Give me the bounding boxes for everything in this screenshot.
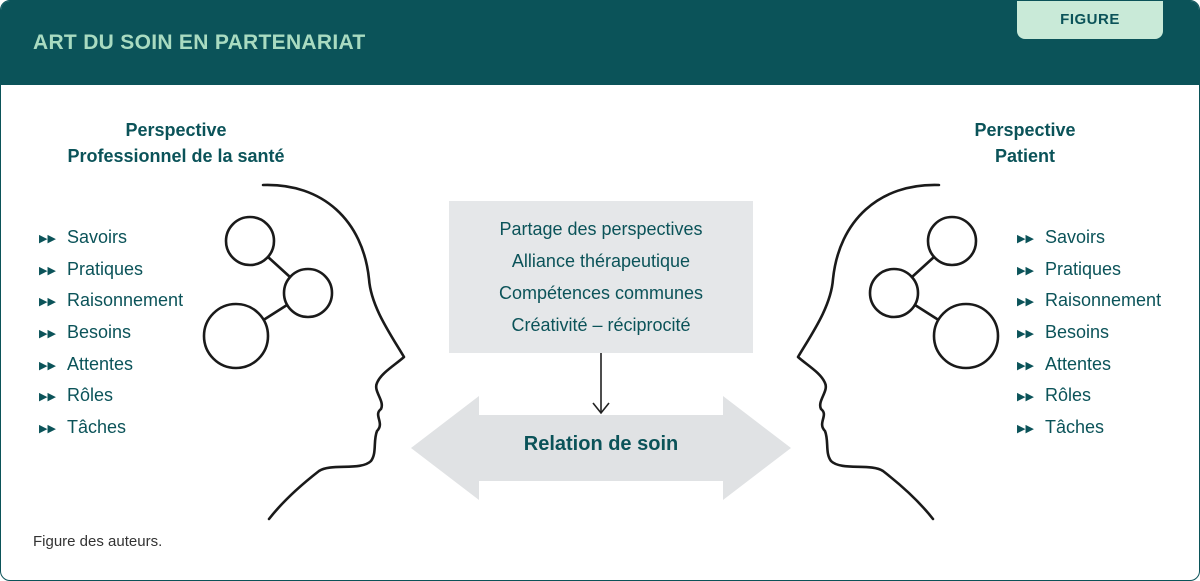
double-chevron-right-icon: ▶▶	[1017, 233, 1034, 245]
shared-line: Compétences communes	[498, 283, 704, 303]
list-item: ▶▶ Raisonnement	[1017, 285, 1161, 317]
double-chevron-right-icon: ▶▶	[1017, 296, 1034, 309]
list-item: ▶▶ Rôles	[39, 380, 183, 412]
shared-line: Alliance thérapeutique	[511, 251, 691, 271]
list-item: ▶▶ Raisonnement	[39, 285, 183, 317]
node-link-right-2	[913, 303, 939, 321]
list-item-label: Besoins	[1045, 322, 1110, 343]
double-chevron-right-icon: ▶▶	[1017, 423, 1034, 436]
double-chevron-right-icon: ▶▶	[39, 233, 56, 245]
list-item: ▶▶ Savoirs	[1017, 222, 1161, 254]
node-circle-left-large	[202, 302, 270, 370]
double-chevron-right-icon: ▶▶	[39, 328, 56, 341]
head-profile-icon	[796, 183, 1000, 521]
double-chevron-right-icon: ▶▶	[1017, 391, 1034, 404]
list-item-label: Savoirs	[67, 227, 128, 247]
node-circle-right-large	[932, 302, 1000, 370]
double-chevron-right-icon: ▶▶	[1017, 359, 1034, 372]
left-perspective-title: Perspective Professionnel de la santé	[41, 117, 311, 169]
left-perspective-title-line1: Perspective	[125, 120, 227, 140]
shared-line: Créativité – réciprocité	[511, 315, 691, 335]
node-link-right-1	[910, 255, 936, 279]
left-perspective-list: ▶▶ Savoirs ▶▶ Pratiques ▶▶ Raisonnement ▶▶ B…	[39, 222, 183, 444]
list-item-label: Besoins	[67, 322, 132, 343]
list-item-label: Tâches	[1045, 417, 1105, 438]
relation-label: Relation de soin	[523, 433, 679, 455]
double-chevron-right-icon: ▶▶	[39, 296, 56, 309]
list-item: ▶▶ Savoirs	[39, 222, 183, 254]
list-item: ▶▶ Rôles	[1017, 380, 1161, 412]
list-item-label: Raisonnement	[67, 290, 184, 311]
right-perspective-list: ▶▶ Savoirs ▶▶ Pratiques ▶▶ Raisonnement ▶▶ B…	[1017, 222, 1161, 444]
down-arrow-icon	[592, 353, 610, 415]
right-perspective-title-line1: Perspective	[974, 120, 1076, 140]
list-item: ▶▶ Besoins	[1017, 317, 1161, 349]
node-link-left-2	[263, 303, 289, 321]
head-outline-right	[796, 183, 941, 521]
list-item-label: Rôles	[67, 385, 114, 406]
node-circle-right-small	[926, 215, 978, 267]
list-item: ▶▶ Tâches	[39, 412, 183, 444]
list-item-label: Attentes	[1045, 353, 1112, 374]
list-item-label: Attentes	[67, 353, 134, 374]
list-item: ▶▶ Pratiques	[39, 254, 183, 286]
node-circle-left-small	[224, 215, 276, 267]
double-chevron-right-icon: ▶▶	[39, 423, 56, 436]
list-item: ▶▶ Attentes	[39, 349, 183, 381]
double-chevron-right-icon: ▶▶	[1017, 264, 1034, 277]
right-perspective-title: Perspective Patient	[935, 117, 1115, 169]
right-perspective-title-line2: Patient	[994, 146, 1055, 166]
left-perspective-title-line2: Professionnel de la santé	[67, 146, 285, 166]
list-item: ▶▶ Pratiques	[1017, 254, 1161, 286]
figure-title: ART DU SOIN EN PARTENARIAT	[33, 31, 366, 54]
node-link-left-1	[266, 255, 292, 279]
head-outline-left	[261, 183, 406, 521]
node-circle-left-mid	[282, 267, 334, 319]
list-item: ▶▶ Tâches	[1017, 412, 1161, 444]
double-chevron-right-icon: ▶▶	[1017, 328, 1034, 341]
list-item-label: Pratiques	[1045, 258, 1122, 279]
list-item-label: Rôles	[1045, 385, 1092, 406]
list-item: ▶▶ Attentes	[1017, 349, 1161, 381]
relation-double-arrow	[411, 396, 791, 500]
double-chevron-right-icon: ▶▶	[39, 264, 56, 277]
list-item: ▶▶ Besoins	[39, 317, 183, 349]
list-item-label: Tâches	[67, 417, 127, 438]
figure-tab: FIGURE	[1017, 1, 1163, 39]
shared-perspectives-box: Partage des perspectives Alliance thérap…	[449, 201, 753, 353]
head-profile-icon	[202, 183, 406, 521]
double-chevron-right-icon: ▶▶	[39, 359, 56, 372]
source-note: Figure des auteurs.	[33, 533, 163, 550]
list-item-label: Savoirs	[1045, 227, 1106, 247]
shared-line: Partage des perspectives	[499, 219, 703, 239]
node-circle-right-mid	[868, 267, 920, 319]
double-chevron-right-icon: ▶▶	[39, 391, 56, 404]
list-item-label: Pratiques	[67, 258, 144, 279]
list-item-label: Raisonnement	[1045, 290, 1162, 311]
header-band	[1, 1, 1199, 85]
